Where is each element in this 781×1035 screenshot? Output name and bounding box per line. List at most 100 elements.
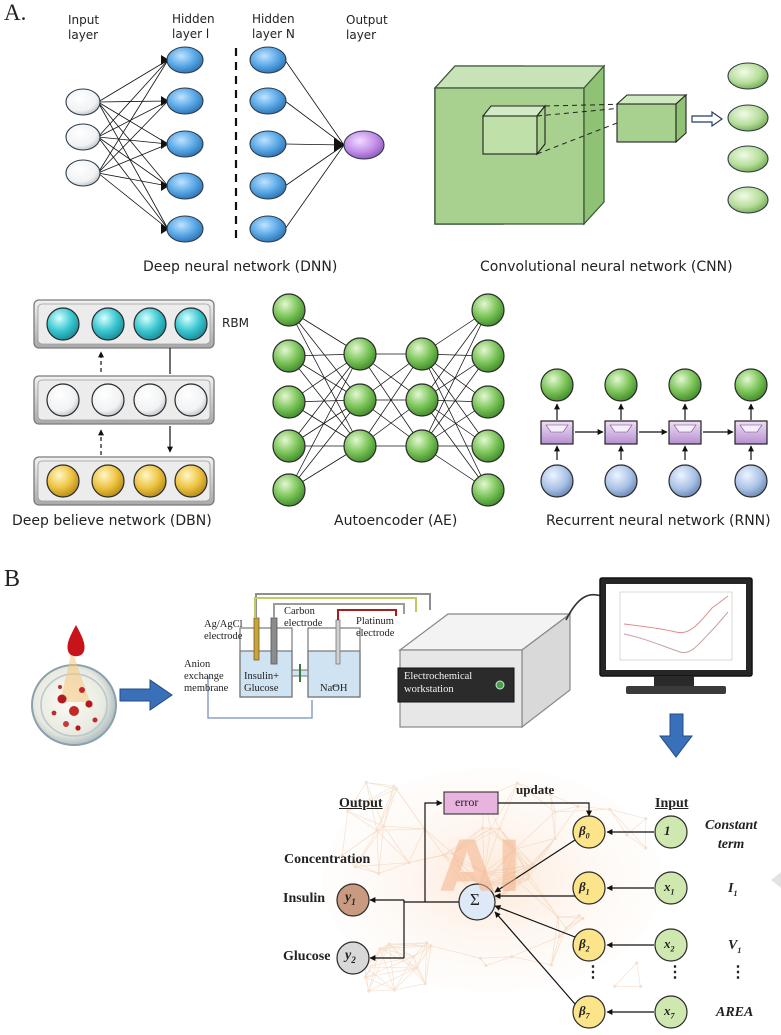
watermark-edge bbox=[354, 830, 378, 867]
model-input-heading: Input bbox=[655, 796, 689, 811]
monitor-stand bbox=[626, 686, 726, 694]
term-label-sub: 1 bbox=[737, 945, 742, 955]
screen-curve bbox=[623, 595, 729, 634]
sum-symbol-text: Σ bbox=[470, 890, 480, 909]
dnn-input-node bbox=[65, 159, 101, 187]
dnn-hidden-layer-n-label-line2: layer N bbox=[252, 27, 295, 41]
watermark-node bbox=[644, 846, 648, 850]
ae-node bbox=[272, 385, 306, 419]
watermark-node bbox=[613, 984, 617, 988]
watermark-node bbox=[429, 944, 433, 948]
dnn-input-layer-label-line2: layer bbox=[68, 28, 99, 42]
panel-b-letter: B bbox=[4, 566, 21, 592]
dnn-hidden-layer-1-label-line2: layer l bbox=[172, 27, 210, 41]
input-label-3: x7 bbox=[664, 1003, 675, 1021]
ae-node bbox=[343, 429, 377, 463]
dbn-unit bbox=[133, 307, 167, 341]
input-node bbox=[654, 871, 688, 905]
dbn-unit bbox=[91, 464, 125, 498]
watermark-node bbox=[553, 836, 557, 840]
watermark-edge bbox=[527, 864, 534, 879]
weight-label-text: β bbox=[579, 879, 586, 894]
watermark-edge bbox=[376, 785, 395, 831]
watermark-edge bbox=[527, 872, 559, 918]
dnn-input-node bbox=[65, 123, 101, 151]
dbn-caption: Deep believe network (DBN) bbox=[12, 513, 212, 529]
watermark-edge bbox=[519, 882, 559, 918]
dnn-connection bbox=[97, 59, 169, 174]
watermark-edge bbox=[365, 948, 381, 978]
watermark-edge bbox=[388, 943, 414, 957]
rnn-input-node bbox=[540, 464, 574, 498]
dnn-hidden-node bbox=[249, 172, 287, 200]
ae-node bbox=[405, 429, 439, 463]
rnn-cell bbox=[604, 420, 638, 445]
output-name-text: Glucose bbox=[283, 949, 331, 964]
watermark-node bbox=[564, 926, 568, 930]
watermark-node bbox=[489, 827, 493, 831]
model-update-label: update bbox=[516, 782, 555, 797]
watermark-edge bbox=[342, 855, 379, 874]
update-line bbox=[498, 802, 592, 817]
watermark-edge bbox=[379, 943, 390, 949]
watermark-node bbox=[577, 914, 581, 918]
term-label-text: I1 bbox=[728, 881, 738, 898]
watermark-edge bbox=[614, 962, 637, 987]
rnn-output-node bbox=[540, 368, 574, 402]
watermark-edge bbox=[424, 828, 444, 856]
dnn-input-layer-label-line1: Input bbox=[68, 13, 100, 27]
watermark-edge bbox=[485, 956, 512, 966]
weight-to-sum-arrow bbox=[494, 911, 576, 1005]
watermark-edge bbox=[452, 828, 491, 854]
dbn-unit bbox=[91, 307, 125, 341]
dbn-unit bbox=[174, 383, 208, 417]
watermark-node bbox=[644, 817, 648, 821]
watermark-edge bbox=[342, 825, 384, 856]
rnn-input-node bbox=[604, 464, 638, 498]
watermark-edge bbox=[347, 810, 378, 831]
ag-agcl-label-line1: Ag/AgCl bbox=[204, 619, 243, 630]
dbn-unit bbox=[174, 464, 208, 498]
watermark-edge bbox=[368, 989, 395, 992]
rnn-output-node bbox=[734, 368, 768, 402]
watermark-node bbox=[411, 954, 416, 959]
cell-left-compartment bbox=[239, 650, 293, 698]
input-node bbox=[654, 995, 688, 1029]
watermark-edge bbox=[626, 834, 646, 849]
flow-arrow-down bbox=[658, 713, 694, 758]
watermark-node bbox=[441, 853, 446, 857]
dnn-input-layer-label: Input layer bbox=[68, 13, 99, 43]
watermark-edge bbox=[383, 788, 397, 827]
watermark-edge bbox=[480, 882, 520, 885]
dnn-output-node bbox=[343, 130, 385, 160]
dnn-hidden-node bbox=[166, 46, 204, 74]
dnn-connection bbox=[97, 100, 169, 138]
watermark-edge bbox=[496, 878, 529, 899]
ae-connection bbox=[288, 353, 361, 447]
rnn-diagram bbox=[540, 368, 768, 498]
watermark-node bbox=[353, 865, 357, 869]
watermark-edge bbox=[514, 848, 534, 865]
model-output-heading: Output bbox=[339, 796, 383, 811]
watermark-edge bbox=[378, 862, 409, 874]
input-label-text: x bbox=[664, 936, 671, 951]
watermark-edge bbox=[636, 962, 641, 987]
input-node bbox=[654, 815, 688, 849]
output-name-0: Insulin bbox=[283, 891, 325, 907]
watermark-edge bbox=[366, 782, 395, 787]
watermark-edge bbox=[557, 916, 583, 919]
dnn-connection bbox=[97, 136, 169, 230]
watermark-edge bbox=[499, 828, 516, 850]
watermark-edge bbox=[609, 809, 628, 836]
output-symbol-1: y2 bbox=[345, 948, 356, 965]
dnn-arrowhead bbox=[161, 181, 169, 191]
watermark-edge bbox=[490, 783, 518, 829]
ellipsis-2: ⋮ bbox=[730, 962, 746, 982]
sum-node bbox=[458, 883, 496, 921]
watermark-node bbox=[367, 989, 371, 993]
cnn-output-node bbox=[727, 104, 769, 132]
watermark-edge bbox=[517, 782, 551, 795]
watermark-edge bbox=[394, 983, 426, 991]
ellipsis-text: ⋮ bbox=[585, 964, 601, 981]
watermark-edge bbox=[514, 838, 556, 850]
